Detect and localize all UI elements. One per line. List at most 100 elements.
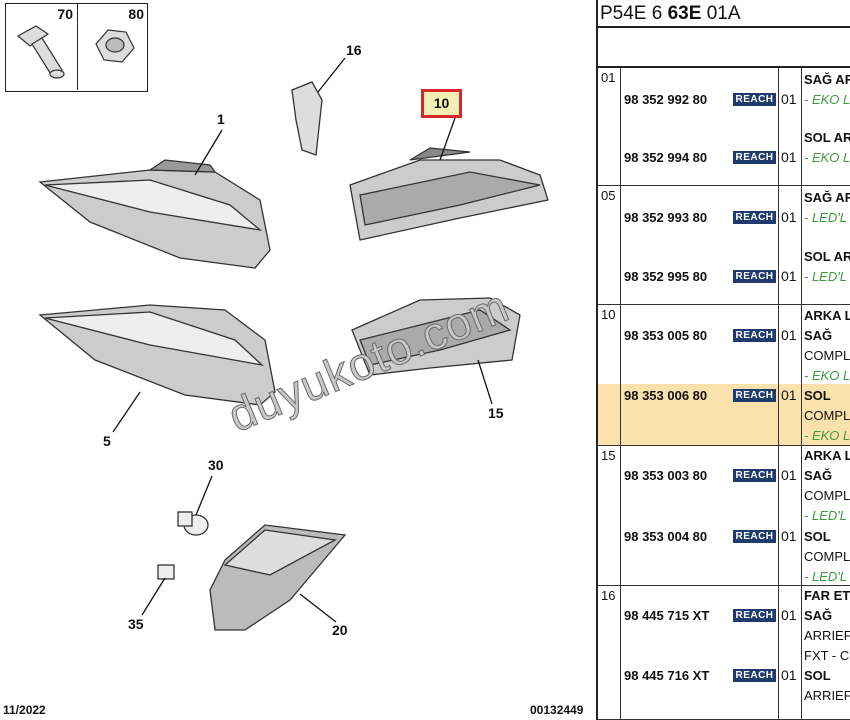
description-line: - LED'L: [804, 269, 847, 284]
reach-badge: REACH: [733, 389, 776, 402]
parts-diagram: 70 80 duyukoto.com 16 10 1 5 15 30: [3, 3, 584, 717]
reference-number: 05: [601, 188, 616, 203]
reference-number: 10: [601, 307, 616, 322]
callout-20[interactable]: 20: [332, 622, 348, 638]
title-suffix: 01A: [701, 3, 741, 24]
description-line: - EKO L: [804, 150, 850, 165]
title-bold: 63E: [667, 3, 702, 24]
title-prefix: P54E 6: [600, 3, 668, 24]
quantity: 01: [781, 607, 797, 623]
reach-badge: REACH: [733, 530, 776, 543]
quantity: 01: [781, 467, 797, 483]
reference-number: 16: [601, 588, 616, 603]
callout-15[interactable]: 15: [488, 405, 504, 421]
quantity: 01: [781, 149, 797, 165]
callout-1[interactable]: 1: [217, 111, 225, 127]
description-line: - EKO L: [804, 368, 850, 383]
hardware-number: 70: [57, 6, 73, 22]
quantity: 01: [781, 387, 797, 403]
description-line: COMPL: [804, 488, 850, 503]
table-group-05: 05 98 352 993 80 REACH 01 SAĞ AR - LED'L 98 35…: [598, 186, 850, 305]
reference-number: 15: [601, 448, 616, 463]
reach-badge: REACH: [733, 609, 776, 622]
description-line: ARKA L: [804, 448, 850, 463]
part-number[interactable]: 98 353 003 80: [624, 468, 708, 483]
reach-badge: REACH: [733, 151, 776, 164]
footer-code: 00132449: [530, 703, 584, 717]
quantity: 01: [781, 268, 797, 284]
description-line: SOL AR: [804, 249, 850, 264]
description-line: - LED'L: [804, 508, 847, 523]
description-line: SAĞ: [804, 468, 833, 483]
part-number[interactable]: 98 445 715 XT: [624, 608, 710, 623]
lamp-5: [38, 304, 276, 406]
callout-10-highlighted[interactable]: 10: [421, 89, 462, 118]
description-line: ARRIEF: [804, 688, 850, 703]
description-line: SOL: [804, 668, 831, 683]
callout-5[interactable]: 5: [103, 433, 111, 449]
hardware-box: 70 80: [5, 3, 148, 92]
lamp-1: [38, 159, 271, 269]
description-line: COMPL: [804, 549, 850, 564]
description-line: ARRIEF: [804, 628, 850, 643]
part-number[interactable]: 98 353 005 80: [624, 328, 708, 343]
reach-badge: REACH: [733, 211, 776, 224]
reference-number: 01: [601, 70, 616, 85]
leader-lines: [112, 57, 493, 623]
description-line: COMPL: [804, 408, 850, 423]
quantity: 01: [781, 528, 797, 544]
description-line: FAR ET: [804, 588, 850, 603]
reach-badge: REACH: [733, 669, 776, 682]
quantity: 01: [781, 667, 797, 683]
part-number[interactable]: 98 352 994 80: [624, 150, 708, 165]
callout-30[interactable]: 30: [208, 457, 224, 473]
footer-date: 11/2022: [3, 703, 46, 717]
description-line: ARKA L: [804, 308, 850, 323]
quantity: 01: [781, 91, 797, 107]
reach-badge: REACH: [733, 329, 776, 342]
part-number[interactable]: 98 352 992 80: [624, 92, 708, 107]
description-line: - LED'L: [804, 210, 847, 225]
reach-badge: REACH: [733, 469, 776, 482]
reach-badge: REACH: [733, 270, 776, 283]
part-number[interactable]: 98 352 995 80: [624, 269, 708, 284]
description-line: COMPL: [804, 348, 850, 363]
description-line: - LED'L: [804, 569, 847, 584]
table-group-15: 15 98 353 003 80 REACH 01 ARKA L SAĞ COMPL - LE…: [598, 446, 850, 586]
callout-35[interactable]: 35: [128, 616, 144, 632]
part-number[interactable]: 98 445 716 XT: [624, 668, 710, 683]
header-blank-row: [598, 28, 850, 68]
table-title: P54E 6 63E 01A: [598, 0, 850, 28]
description-line: - EKO L: [804, 428, 850, 443]
lamp-illustrations: [38, 57, 549, 631]
description-line: SAĞ: [804, 328, 833, 343]
reach-badge: REACH: [733, 93, 776, 106]
quantity: 01: [781, 209, 797, 225]
bulb-35: [157, 564, 175, 580]
part-number[interactable]: 98 353 006 80: [624, 388, 708, 403]
lamp-10: [349, 147, 549, 241]
highlighted-row-background: [598, 384, 850, 445]
hardware-80[interactable]: 80: [77, 4, 148, 90]
part-number[interactable]: 98 353 004 80: [624, 529, 708, 544]
callout-16[interactable]: 16: [346, 42, 362, 58]
lamp-16: [291, 81, 323, 156]
bulb-30: [177, 511, 209, 536]
part-number[interactable]: 98 352 993 80: [624, 210, 708, 225]
description-line: SAĞ AR: [804, 72, 850, 87]
lamp-15: [351, 297, 521, 376]
table-group-10: 10 98 353 005 80 REACH 01 ARKA L SAĞ COMPL - EK…: [598, 305, 850, 446]
hardware-70[interactable]: 70: [6, 4, 77, 90]
description-line: FXT - C: [804, 648, 850, 663]
description-line: SAĞ AR: [804, 190, 850, 205]
hardware-number: 80: [128, 6, 144, 22]
description-line: SOL: [804, 529, 831, 544]
nut-icon: [95, 29, 135, 63]
table-group-01: 01 98 352 992 80 REACH 01 SAĞ AR - EKO L 98 35…: [598, 68, 850, 186]
description-line: SOL: [804, 388, 831, 403]
quantity: 01: [781, 327, 797, 343]
lamp-20: [209, 524, 347, 631]
